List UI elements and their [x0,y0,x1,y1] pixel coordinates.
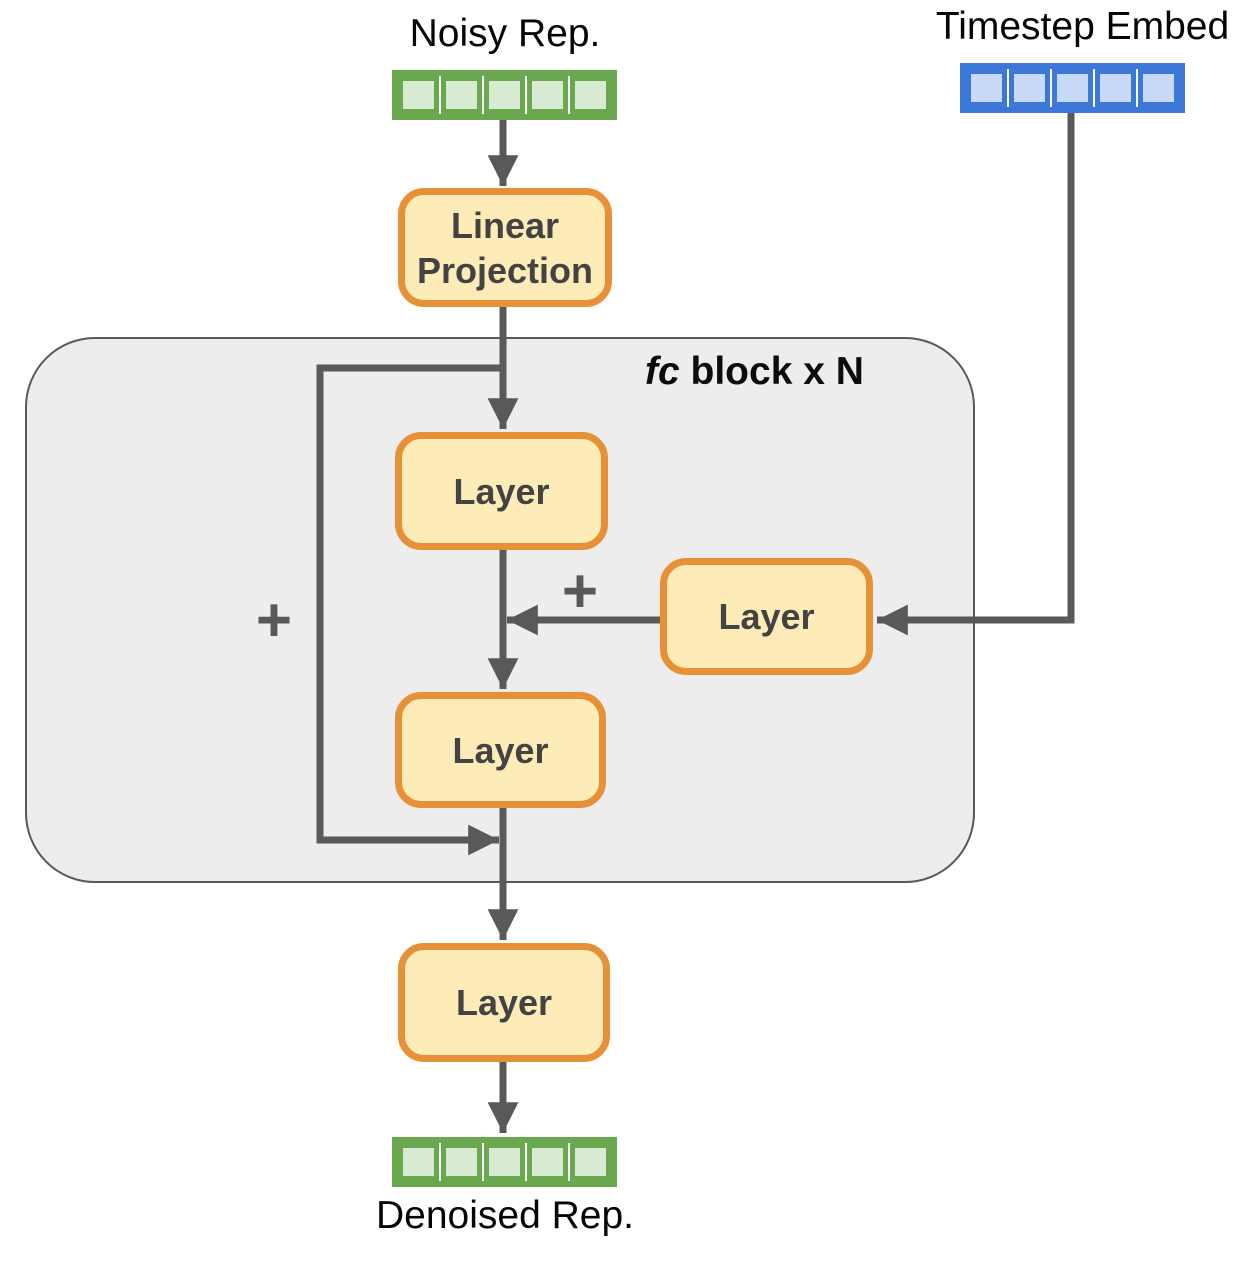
vector-cell [966,69,1007,107]
fc-block-label-italic: fc [645,350,680,393]
denoised-rep-label: Denoised Rep. [376,1194,634,1237]
linear-projection-box: Linear Projection [398,188,612,307]
timestep-embed-vector [960,63,1185,113]
skip-connection-plus: + [255,586,293,655]
timestep-embed-label: Timestep Embed [935,5,1230,48]
vector-cell [570,1143,611,1181]
layer-box-timestep: Layer [660,558,873,675]
vector-cell [1095,69,1136,107]
vector-cell [484,76,525,114]
vector-cell [441,76,482,114]
layer-box-output: Layer [398,943,610,1062]
vector-cell [441,1143,482,1181]
layer-box-mid: Layer [395,692,606,808]
timestep-add-plus: + [561,557,599,626]
vector-cell [527,76,568,114]
vector-cell [398,76,439,114]
noisy-rep-vector [392,70,617,120]
noisy-rep-label: Noisy Rep. [409,12,601,55]
denoised-rep-vector [392,1137,617,1187]
vector-cell [484,1143,525,1181]
vector-cell [1138,69,1179,107]
fc-block-label: fc block x N [645,350,895,396]
vector-cell [398,1143,439,1181]
layer-box-input: Layer [395,432,608,550]
vector-cell [1052,69,1093,107]
vector-cell [1009,69,1050,107]
fc-block-label-rest: block x N [679,350,864,393]
vector-cell [527,1143,568,1181]
vector-cell [570,76,611,114]
